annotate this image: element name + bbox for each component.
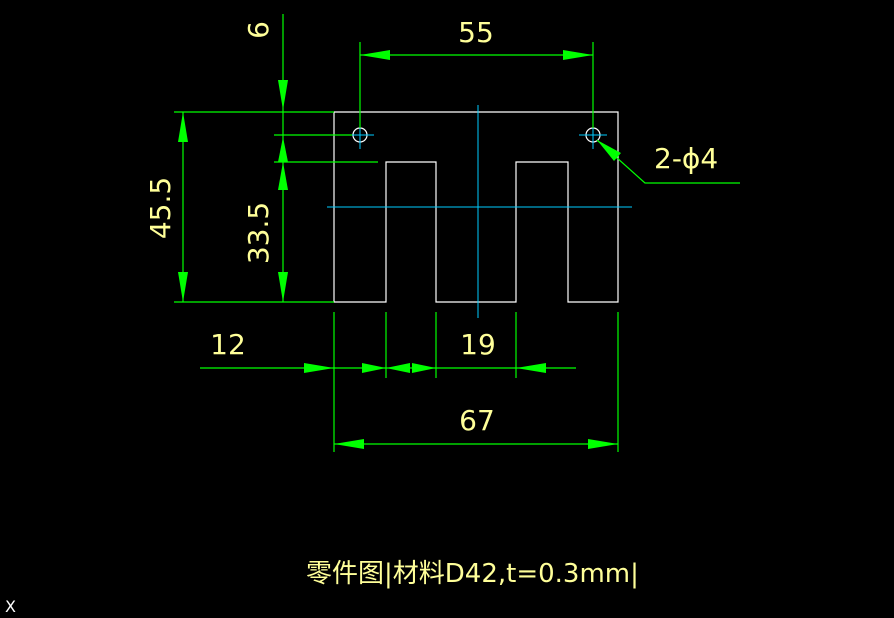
arrow-55-left (360, 50, 390, 60)
dim-text-55: 55 (458, 16, 494, 49)
arrow-45-top (178, 112, 188, 142)
dim-text-12: 12 (210, 328, 246, 361)
dimension-arrows (178, 50, 621, 449)
dim-text-19: 19 (460, 328, 496, 361)
arrow-67-left (334, 439, 364, 449)
arrow-19-left (516, 363, 546, 373)
arrow-6-down (278, 80, 288, 110)
dim-text-67: 67 (459, 404, 495, 437)
arrow-6-up (278, 137, 288, 162)
drawing-caption: 零件图|材料D42,t=0.3mm| (306, 559, 639, 589)
arrow-12-right (304, 363, 334, 373)
dim-text-6: 6 (242, 21, 275, 39)
arrow-12-left (386, 363, 410, 373)
arrow-12-mid-left (362, 363, 386, 373)
part-profile (333, 111, 619, 303)
arrow-33-bottom (278, 272, 288, 302)
arrow-leader (597, 140, 621, 161)
dimension-lines (174, 14, 740, 452)
dim-text-45-5: 45.5 (144, 177, 177, 239)
dim-text-hole-callout: 2-ϕ4 (654, 142, 718, 175)
dim-text-33-5: 33.5 (242, 202, 275, 264)
part-outline (333, 111, 619, 303)
mounting-holes (352, 127, 601, 143)
arrow-55-right (563, 50, 593, 60)
arrow-33-top (278, 162, 288, 190)
corner-mark: X (5, 597, 16, 616)
arrow-mid-right (412, 363, 436, 373)
arrow-67-right (588, 439, 618, 449)
arrow-45-bottom (178, 272, 188, 302)
